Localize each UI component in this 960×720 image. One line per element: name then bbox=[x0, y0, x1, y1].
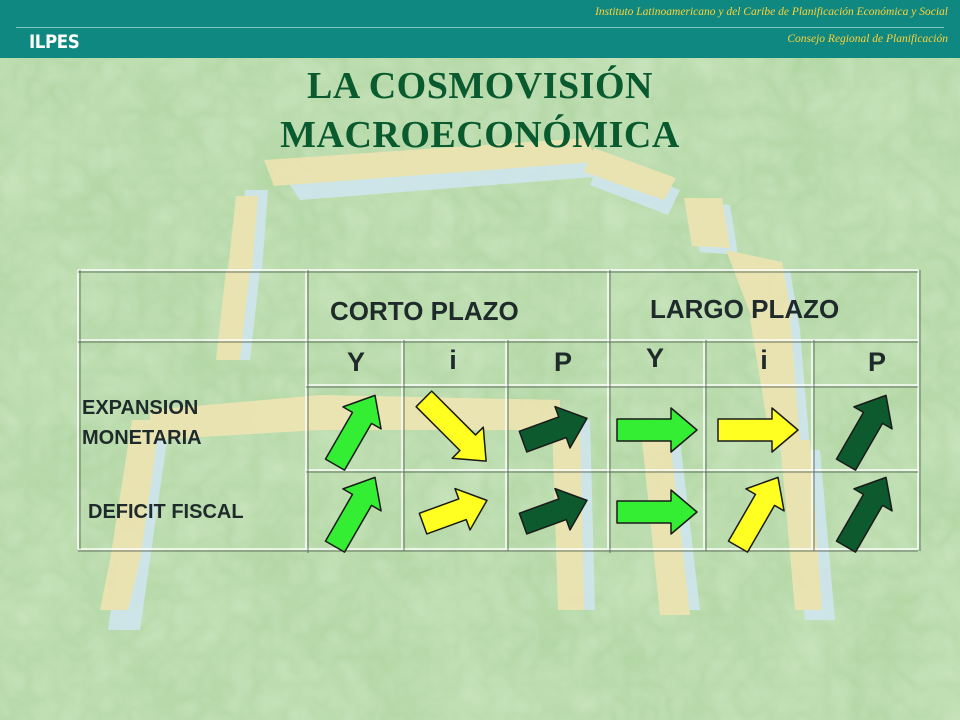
row-label-deficit-line1: DEFICIT FISCAL bbox=[88, 501, 244, 523]
var-y-long: Y bbox=[645, 343, 664, 373]
brand-logo-text: ILPES bbox=[29, 31, 80, 53]
header-divider bbox=[16, 27, 944, 28]
council-name: Consejo Regional de Planificación bbox=[787, 33, 948, 45]
arrow-flat-icon bbox=[717, 407, 799, 453]
institute-name: Instituto Latinoamericano y del Caribe d… bbox=[595, 6, 948, 18]
row-label-expansion-line2: MONETARIA bbox=[82, 427, 202, 449]
arrow-up-icon bbox=[324, 476, 382, 553]
arrow-flat-icon bbox=[616, 489, 698, 535]
arrow-up-icon bbox=[324, 394, 382, 471]
arrow-up-slight-icon bbox=[518, 487, 588, 535]
arrow-up-slight-icon bbox=[418, 487, 488, 535]
arrow-down-icon bbox=[415, 390, 487, 462]
var-p-short: P bbox=[553, 347, 572, 377]
slide-title-line1: LA COSMOVISIÓN bbox=[307, 65, 653, 107]
row-label-expansion: EXPANSION MONETARIA bbox=[82, 393, 202, 453]
arrow-up-icon bbox=[727, 476, 785, 553]
slide-title-line2: MACROECONÓMICA bbox=[280, 114, 680, 156]
var-p-long: P bbox=[867, 347, 886, 377]
var-i-short: i bbox=[449, 345, 457, 375]
arrow-flat-icon bbox=[616, 407, 698, 453]
row-label-expansion-line1: EXPANSION bbox=[82, 397, 199, 419]
header-largo-plazo: LARGO PLAZO bbox=[650, 294, 840, 324]
var-y-short: Y bbox=[346, 347, 365, 377]
header-corto-plazo: CORTO PLAZO bbox=[330, 296, 519, 326]
row-label-deficit: DEFICIT FISCAL bbox=[88, 497, 244, 527]
arrow-up-icon bbox=[835, 476, 893, 553]
arrow-up-slight-icon bbox=[518, 405, 588, 453]
arrow-up-icon bbox=[835, 394, 893, 471]
var-i-long: i bbox=[760, 345, 768, 375]
header-bar: ILPES Instituto Latinoamericano y del Ca… bbox=[0, 0, 960, 58]
